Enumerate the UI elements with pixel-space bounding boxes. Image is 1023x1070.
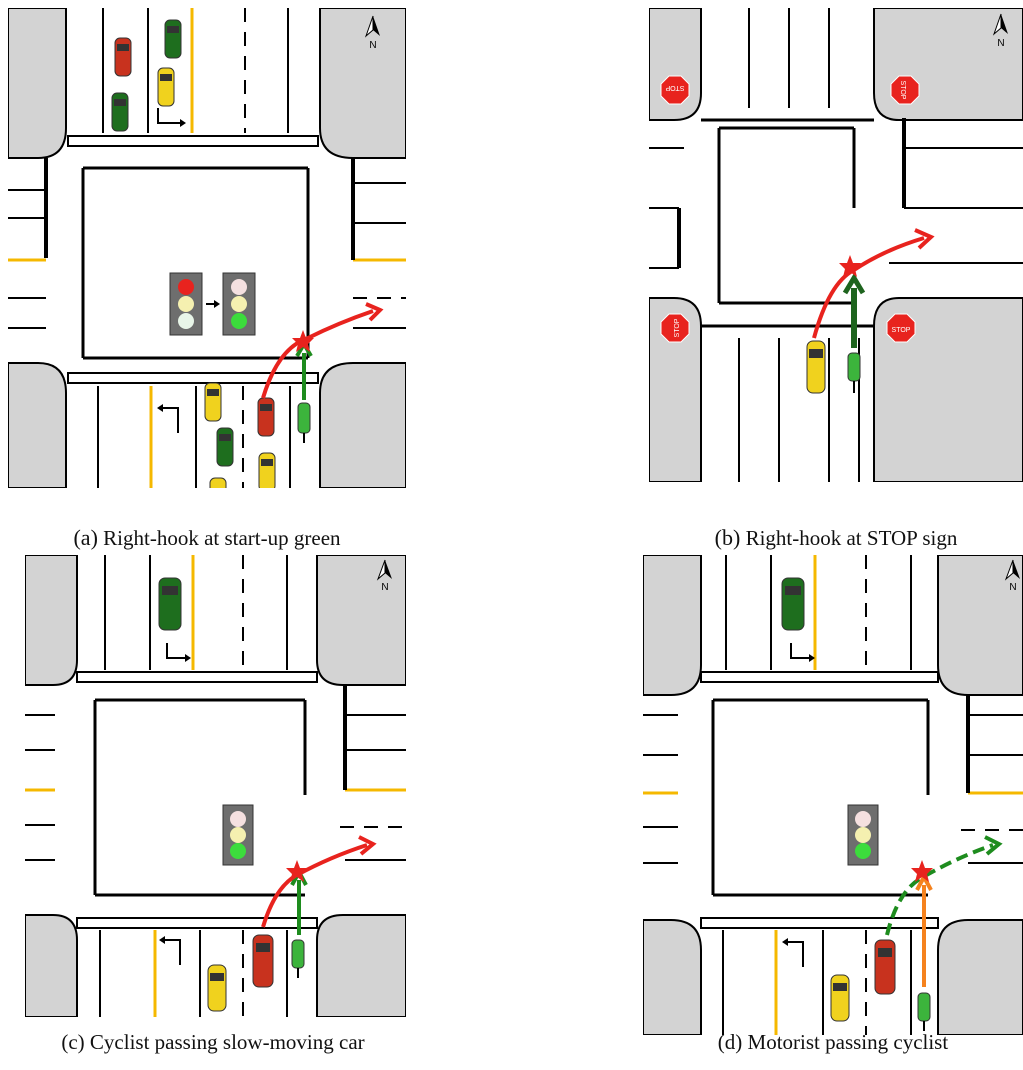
caption-letter: (b) <box>714 525 741 550</box>
intersection-diagram-b: STOP STOP STOP STOP N <box>649 8 1023 482</box>
car-yellow <box>806 340 826 394</box>
caption-text: Motorist passing cyclist <box>747 1030 949 1054</box>
svg-text:STOP: STOP <box>892 327 911 334</box>
compass-label: N <box>997 38 1004 49</box>
car-green <box>164 19 182 59</box>
car-yellow <box>157 67 175 107</box>
sidewalk-se <box>319 362 406 488</box>
intersection-diagram-a: N <box>8 8 406 488</box>
cyclist <box>917 992 931 1031</box>
stop-sign: STOP <box>660 313 690 343</box>
traffic-signal <box>847 804 879 866</box>
car-red <box>252 934 274 988</box>
sidewalk-ne <box>319 8 406 159</box>
car-green <box>158 577 182 631</box>
crash-icon <box>286 860 308 882</box>
svg-text:STOP: STOP <box>899 81 906 100</box>
car-yellow <box>258 452 276 488</box>
north-arrow-icon <box>364 15 380 38</box>
panel-c: N <box>25 555 406 1017</box>
car-green <box>111 92 129 132</box>
caption-d: (d) Motorist passing cyclist <box>643 1030 1023 1055</box>
car-yellow <box>204 382 222 422</box>
intersection-diagram-d: N <box>643 555 1023 1035</box>
crash-icon <box>839 255 861 277</box>
caption-letter: (a) <box>73 525 98 550</box>
panel-b: STOP STOP STOP STOP N <box>649 8 1023 482</box>
caption-text: Right-hook at start-up green <box>103 526 341 550</box>
cyclist <box>291 939 305 978</box>
caption-c: (c) Cyclist passing slow-moving car <box>8 1030 418 1055</box>
panel-a: N <box>8 8 406 488</box>
compass-label: N <box>381 582 388 593</box>
car-green <box>781 577 805 631</box>
caption-letter: (d) <box>717 1030 743 1054</box>
traffic-signal <box>222 804 254 866</box>
caption-b: (b) Right-hook at STOP sign <box>649 525 1023 551</box>
car-yellow <box>207 964 227 1012</box>
north-arrow-icon <box>1004 559 1020 581</box>
crash-icon <box>911 860 933 882</box>
sidewalk-sw <box>8 362 67 488</box>
car-yellow <box>209 477 227 488</box>
cyclist <box>847 352 861 393</box>
caption-letter: (c) <box>61 1030 85 1054</box>
panel-d: N <box>643 555 1023 1035</box>
traffic-signal-before <box>169 272 203 336</box>
car-red <box>114 37 132 77</box>
svg-text:STOP: STOP <box>674 318 681 337</box>
compass-label: N <box>369 40 376 51</box>
north-arrow-icon <box>376 559 392 581</box>
car-yellow <box>830 974 850 1022</box>
traffic-signal-after <box>222 272 256 336</box>
stop-sign: STOP <box>886 313 916 343</box>
caption-a: (a) Right-hook at start-up green <box>8 525 406 551</box>
north-arrow-icon <box>992 13 1008 36</box>
motorist-path <box>885 843 994 936</box>
stop-sign: STOP <box>890 75 920 105</box>
car-green <box>216 427 234 467</box>
cyclist <box>297 402 311 443</box>
caption-text: Cyclist passing slow-moving car <box>89 1030 365 1054</box>
svg-text:STOP: STOP <box>665 84 684 91</box>
caption-text: Right-hook at STOP sign <box>745 526 958 550</box>
compass-label: N <box>1009 582 1016 593</box>
car-red <box>257 397 275 437</box>
intersection-diagram-c: N <box>25 555 406 1017</box>
stop-sign: STOP <box>660 75 690 105</box>
sidewalk-nw <box>8 8 67 159</box>
crash-icon <box>292 330 314 352</box>
car-red <box>874 939 896 995</box>
